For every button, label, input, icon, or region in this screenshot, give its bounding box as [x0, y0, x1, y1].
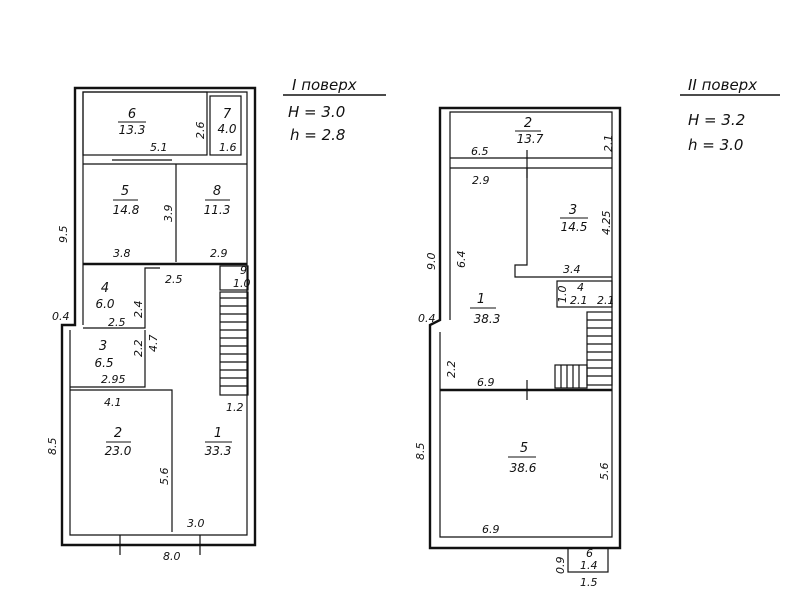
- floor1-height-H: H = 3.0: [288, 103, 345, 121]
- floor2-plan: 2 13.7 3 14.5 1 38.3 4 2.1 5 38.6 6 1.4 …: [414, 76, 780, 589]
- room4-outline: [83, 267, 160, 329]
- room1-number: 1: [477, 292, 485, 307]
- floor1-outer-wall: [60, 86, 257, 547]
- dim-6.4: 6.4: [455, 251, 468, 269]
- floor1-title: I поверх: [292, 76, 357, 94]
- room6-outline: [567, 547, 609, 573]
- room6-area: 1.4: [580, 559, 598, 572]
- floor1-height-h: h = 2.8: [290, 126, 345, 144]
- room1-number: 1: [214, 426, 222, 441]
- room4-area: 2.1: [570, 294, 588, 307]
- dim-2.5-room4: 2.5: [108, 316, 126, 329]
- dim-1.0: 1.0: [556, 286, 569, 304]
- dim-6.9-room1: 6.9: [477, 376, 495, 389]
- dim-8.0: 8.0: [163, 550, 181, 563]
- dim-1.2: 1.2: [226, 401, 244, 414]
- floor1-stairs: [219, 291, 249, 396]
- room4-outline: [556, 280, 613, 308]
- dim-8.5: 8.5: [414, 443, 427, 461]
- dim-2.4: 2.4: [132, 301, 145, 319]
- dim-2.6: 2.6: [194, 122, 207, 140]
- room2-number: 2: [524, 116, 532, 131]
- room3-outline: [514, 168, 612, 278]
- dim-5.6: 5.6: [598, 463, 611, 481]
- dim-2.2: 2.2: [445, 361, 458, 379]
- dim-3.8: 3.8: [113, 247, 131, 260]
- dim-5.6: 5.6: [158, 468, 171, 486]
- dim-4.25: 4.25: [600, 211, 613, 236]
- room1-area: 38.3: [474, 312, 501, 326]
- room5-number: 5: [121, 184, 129, 199]
- room6-area: 13.3: [119, 123, 146, 137]
- dim-3.9: 3.9: [162, 205, 175, 223]
- room3-number: 3: [569, 203, 577, 218]
- room9-area: 1.0: [233, 277, 251, 290]
- room6-outline: [82, 91, 208, 156]
- room9-number: 9: [240, 264, 247, 277]
- dim-6.9-room5: 6.9: [482, 523, 500, 536]
- room6-number: 6: [586, 547, 593, 560]
- room7-area: 4.0: [217, 122, 236, 136]
- dim-1.5: 1.5: [580, 576, 598, 589]
- room9-outline: [219, 265, 249, 291]
- room2-outline: [70, 389, 173, 532]
- room3-outline: [70, 330, 146, 388]
- dim-0.9: 0.9: [554, 557, 567, 575]
- dim-2.1: 2.1: [602, 135, 615, 153]
- dim-4.7: 4.7: [147, 335, 160, 353]
- floor1-plan: 6 13.3 7 4.0 5 14.8 8 11.3 4 6.0 3 6.5 2…: [46, 76, 386, 563]
- floor2-height-H: H = 3.2: [688, 111, 745, 129]
- room8-number: 8: [213, 184, 221, 199]
- room2-area: 23.0: [105, 444, 132, 458]
- dim-6.5: 6.5: [471, 145, 489, 158]
- room7-number: 7: [223, 107, 232, 122]
- dim-3.4: 3.4: [563, 263, 581, 276]
- room3-area: 6.5: [94, 356, 113, 370]
- dim-5.1: 5.1: [150, 141, 168, 154]
- dim-2.2: 2.2: [132, 340, 145, 358]
- room4-area: 6.0: [95, 297, 114, 311]
- dim-2.95: 2.95: [101, 373, 126, 386]
- dim-8.5: 8.5: [46, 438, 59, 456]
- room2-number: 2: [114, 426, 122, 441]
- room5-area: 38.6: [510, 461, 537, 475]
- dim-2.9: 2.9: [472, 174, 490, 187]
- room5-area: 14.8: [113, 203, 140, 217]
- dim-2.9: 2.9: [210, 247, 228, 260]
- dim-1.6: 1.6: [219, 141, 237, 154]
- room5-number: 5: [520, 441, 528, 456]
- room8-area: 11.3: [204, 203, 231, 217]
- dim-4.1: 4.1: [104, 396, 122, 409]
- room4-number: 4: [577, 281, 584, 294]
- dim-9.0: 9.0: [425, 253, 438, 271]
- dim-2.5-corridor: 2.5: [165, 273, 183, 286]
- room3-number: 3: [99, 339, 107, 354]
- floor2-title: II поверх: [688, 76, 757, 94]
- floor2-outer-wall: [428, 106, 622, 550]
- dim-3.0: 3.0: [187, 517, 205, 530]
- room3-area: 14.5: [561, 220, 588, 234]
- floor2-stairs: [554, 311, 613, 389]
- room4-number: 4: [101, 281, 109, 296]
- dim-0.4: 0.4: [52, 310, 70, 323]
- room2-area: 13.7: [517, 132, 544, 146]
- dim-0.4: 0.4: [418, 312, 436, 325]
- room6-number: 6: [128, 107, 136, 122]
- floor2-height-h: h = 3.0: [688, 136, 743, 154]
- room7-outline: [209, 95, 242, 156]
- dim-9.5: 9.5: [57, 226, 70, 244]
- dim-2.1-room4: 2.1: [597, 294, 615, 307]
- room1-area: 33.3: [205, 444, 232, 458]
